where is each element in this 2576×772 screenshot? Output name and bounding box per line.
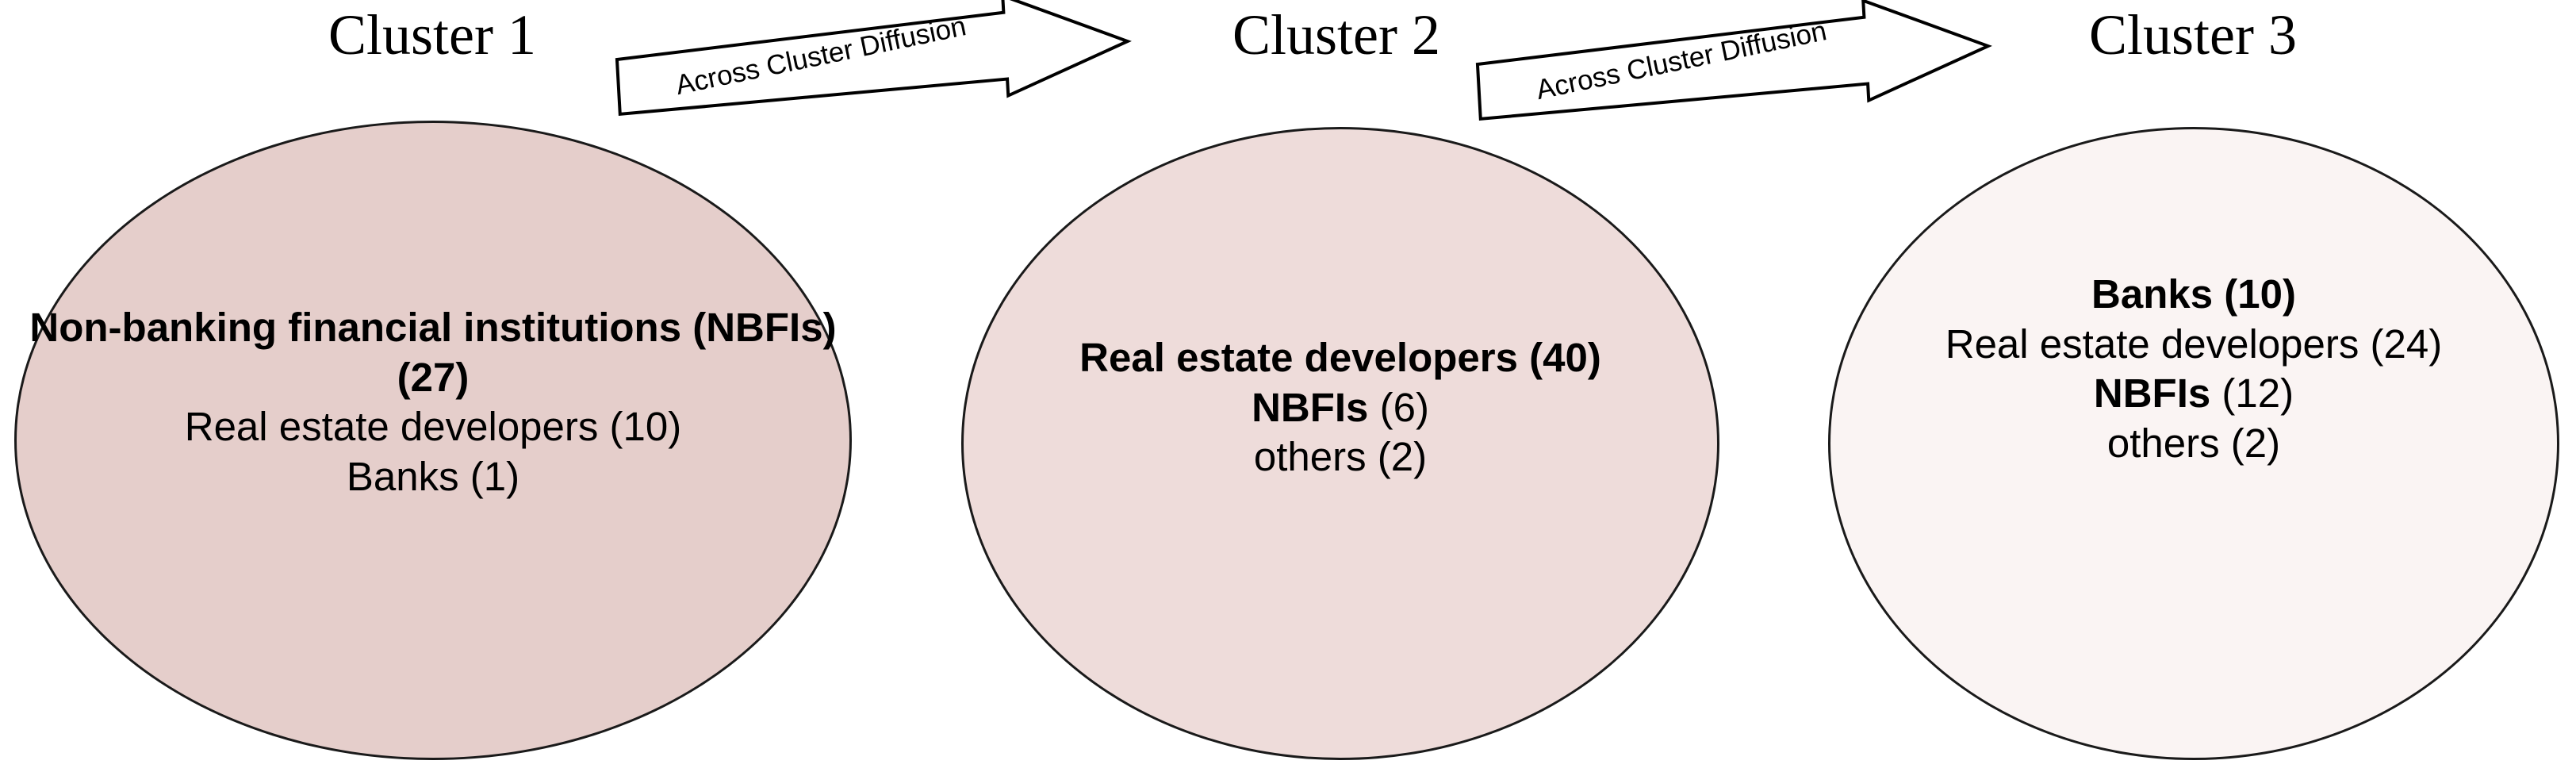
cluster-2-members: Real estate developers (40) NBFIs (6) ot…: [961, 333, 1719, 482]
cluster-1-members: Non-banking financial institutions (NBFI…: [14, 303, 852, 502]
cluster-2-line-2-bold: NBFIs: [1252, 384, 1369, 430]
cluster-title-2: Cluster 2: [1232, 3, 1440, 67]
cluster-3-members: Banks (10) Real estate developers (24) N…: [1828, 270, 2559, 469]
cluster-3-line-1: Banks (10): [1828, 270, 2559, 320]
cluster-ellipse-2[interactable]: [961, 127, 1719, 760]
across-cluster-diffusion-arrow-1[interactable]: Across Cluster Diffusion: [608, 0, 1137, 119]
cluster-ellipse-1[interactable]: [14, 121, 852, 760]
cluster-1-line-3: Banks (1): [346, 454, 520, 500]
cluster-2-line-1-bold: Real estate developers (40): [1079, 335, 1601, 380]
cluster-1-line-1: Non-banking financial institutions (NBFI…: [14, 303, 852, 402]
arrow-right-icon: [608, 0, 1137, 119]
cluster-2-line-2-count: (6): [1368, 384, 1429, 430]
cluster-title-1: Cluster 1: [328, 3, 536, 67]
cluster-2-line-1: Real estate developers (40): [961, 333, 1719, 383]
cluster-ellipse-3[interactable]: [1828, 127, 2559, 760]
across-cluster-diffusion-arrow-2[interactable]: Across Cluster Diffusion: [1469, 0, 1997, 124]
cluster-2-line-3: others (2): [1253, 434, 1428, 480]
cluster-3-line-3-count: (12): [2210, 371, 2294, 417]
arrow-right-icon: [1469, 0, 1997, 124]
cluster-3-line-4: others (2): [2106, 421, 2281, 467]
cluster-title-3: Cluster 3: [2089, 3, 2297, 67]
cluster-1-line-2: Real estate developers (10): [184, 404, 682, 450]
cluster-3-line-1-bold: Banks (10): [2091, 271, 2296, 317]
cluster-3-line-2: Real estate developers (24): [1945, 321, 2443, 367]
cluster-3-line-3-bold: NBFIs: [2093, 371, 2211, 417]
cluster-1-line-1-bold: Non-banking financial institutions (NBFI…: [29, 305, 837, 400]
cluster-3-line-3: NBFIs (12): [1828, 369, 2559, 419]
cluster-2-line-2: NBFIs (6): [961, 383, 1719, 433]
